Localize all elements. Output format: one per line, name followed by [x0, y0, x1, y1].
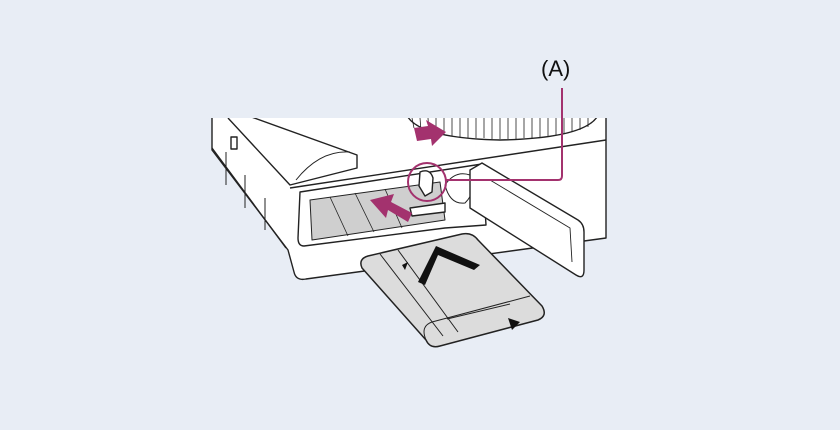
callout-line — [446, 88, 563, 181]
control-dial — [407, 118, 597, 141]
battery-pack — [360, 232, 545, 348]
slide-lever-arrow-icon — [414, 120, 446, 146]
callout-label-a: (A) — [541, 56, 571, 81]
battery-door — [469, 162, 585, 278]
battery-lock-lever — [418, 170, 434, 197]
callout-circle — [407, 162, 447, 202]
battery-direction-arrow-icon — [508, 318, 520, 330]
insert-battery-arrow-icon — [370, 194, 412, 222]
